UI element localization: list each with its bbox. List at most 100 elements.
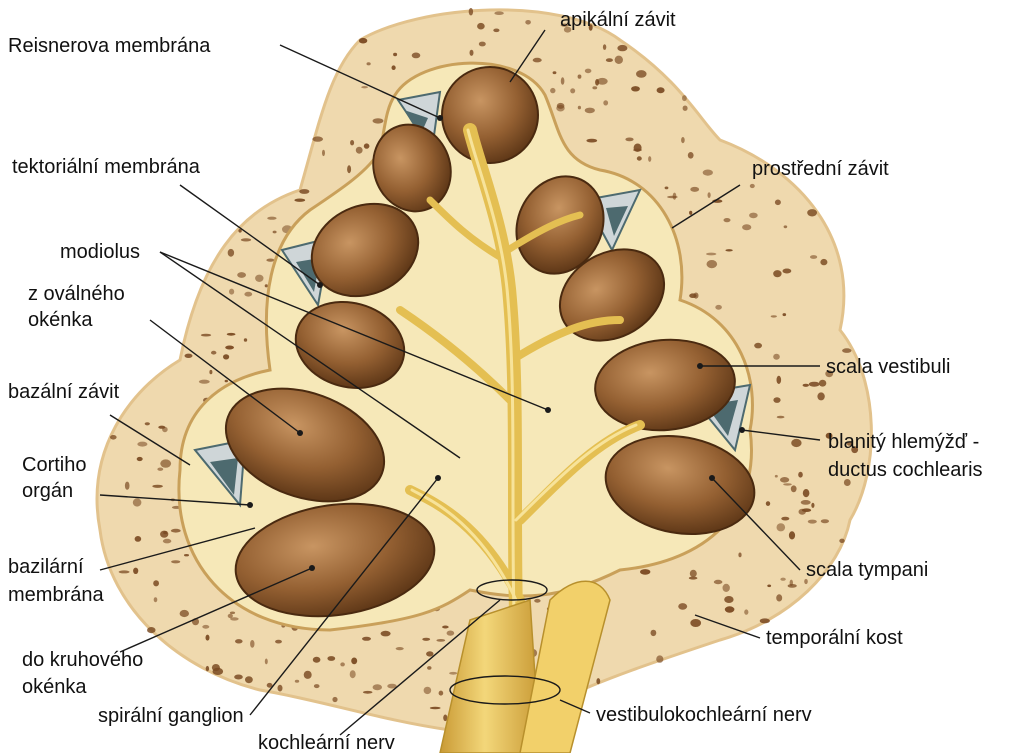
bone-pore xyxy=(430,707,441,710)
bone-pore xyxy=(244,338,247,342)
bone-pore xyxy=(665,187,669,190)
bone-pore xyxy=(267,217,276,220)
bone-pore xyxy=(424,687,432,694)
bone-pore xyxy=(615,56,623,64)
bone-pore xyxy=(133,568,138,574)
bone-pore xyxy=(147,627,155,633)
bone-pore xyxy=(393,53,397,56)
bone-pore xyxy=(110,435,117,440)
bone-pore xyxy=(153,580,159,586)
bone-pore xyxy=(163,539,171,544)
bone-pore xyxy=(596,678,600,684)
bone-pore xyxy=(775,200,781,206)
bone-pore xyxy=(780,477,789,483)
bone-pore xyxy=(767,585,771,588)
bone-pore xyxy=(801,500,811,505)
bone-pore xyxy=(137,442,147,447)
bone-pore xyxy=(229,289,234,295)
bone-pore xyxy=(237,272,246,278)
bone-pore xyxy=(673,193,677,200)
bone-pore xyxy=(304,671,312,679)
bone-pore xyxy=(154,597,158,602)
bone-pore xyxy=(494,11,503,15)
bone-pore xyxy=(724,596,733,603)
label-organ-of-corti-line1: Cortiho xyxy=(22,453,86,477)
bone-pore xyxy=(682,95,687,101)
bone-pore xyxy=(784,225,788,228)
bone-pore xyxy=(171,529,181,533)
bone-pore xyxy=(135,536,142,542)
bone-pore xyxy=(561,77,565,84)
bone-pore xyxy=(436,639,445,642)
bone-pore xyxy=(533,58,542,63)
bone-pore xyxy=(145,422,150,425)
bone-pore xyxy=(651,630,657,636)
bone-pore xyxy=(265,659,268,665)
bone-pore xyxy=(373,684,382,690)
bone-pore xyxy=(250,640,254,648)
bone-pore xyxy=(350,140,354,145)
bone-pore xyxy=(381,631,391,637)
bone-pore xyxy=(777,523,786,531)
bone-pore xyxy=(783,313,787,316)
label-apical-turn: apikální závit xyxy=(560,8,676,32)
bone-pore xyxy=(364,143,370,148)
bone-pore xyxy=(392,65,396,70)
bone-pore xyxy=(223,354,229,359)
bone-pore xyxy=(225,346,234,350)
bone-pore xyxy=(477,23,485,30)
bone-pore xyxy=(603,44,606,50)
bone-pore xyxy=(184,554,189,556)
bone-pore xyxy=(447,631,455,636)
bone-pore xyxy=(160,531,168,538)
bone-pore xyxy=(158,426,165,429)
bone-pore xyxy=(340,662,345,666)
bone-pore xyxy=(266,259,274,262)
bone-pore xyxy=(255,275,263,282)
bone-pore xyxy=(790,580,793,586)
bone-pore xyxy=(656,655,663,662)
label-temporal-bone: temporální kost xyxy=(766,626,903,650)
bone-pore xyxy=(235,639,243,643)
bone-pore xyxy=(738,553,741,558)
bone-pore xyxy=(783,483,792,485)
bone-pore xyxy=(637,156,642,160)
bone-pore xyxy=(625,138,633,142)
label-middle-turn: prostřední závit xyxy=(752,157,889,181)
bone-pore xyxy=(351,658,357,665)
bone-pore xyxy=(811,503,814,508)
bone-pore xyxy=(617,45,627,51)
bone-pore xyxy=(265,284,268,287)
label-vestibulocochlear-nerve: vestibulokochleární nerv xyxy=(596,703,812,727)
bone-pore xyxy=(773,354,780,360)
bone-pore xyxy=(715,305,722,310)
bone-pore xyxy=(396,647,404,650)
bone-pore xyxy=(470,50,474,56)
bone-pore xyxy=(327,656,335,661)
bone-pore xyxy=(678,603,687,610)
bone-pore xyxy=(798,472,803,478)
bone-pore xyxy=(694,293,699,299)
label-tectorial-membrane: tektoriální membrána xyxy=(12,155,200,179)
bone-pore xyxy=(313,657,321,663)
bone-pore xyxy=(839,539,844,543)
bone-pore xyxy=(707,260,718,268)
bone-pore xyxy=(137,457,143,461)
bone-pore xyxy=(228,614,233,618)
bone-pore xyxy=(363,691,373,694)
bone-pore xyxy=(771,315,777,317)
bone-pore xyxy=(783,269,792,274)
label-basal-turn: bazální závit xyxy=(8,380,119,404)
bone-pore xyxy=(657,87,665,93)
bone-pore xyxy=(819,380,826,387)
bone-pore xyxy=(597,78,608,85)
bone-pore xyxy=(211,351,216,355)
bone-pore xyxy=(180,610,189,617)
bone-pore xyxy=(780,578,785,581)
label-to-round-window-line1: do kruhového xyxy=(22,648,143,672)
bone-pore xyxy=(640,569,650,575)
bone-pore xyxy=(299,189,309,194)
bone-pore xyxy=(688,152,694,159)
bone-pore xyxy=(245,676,253,683)
